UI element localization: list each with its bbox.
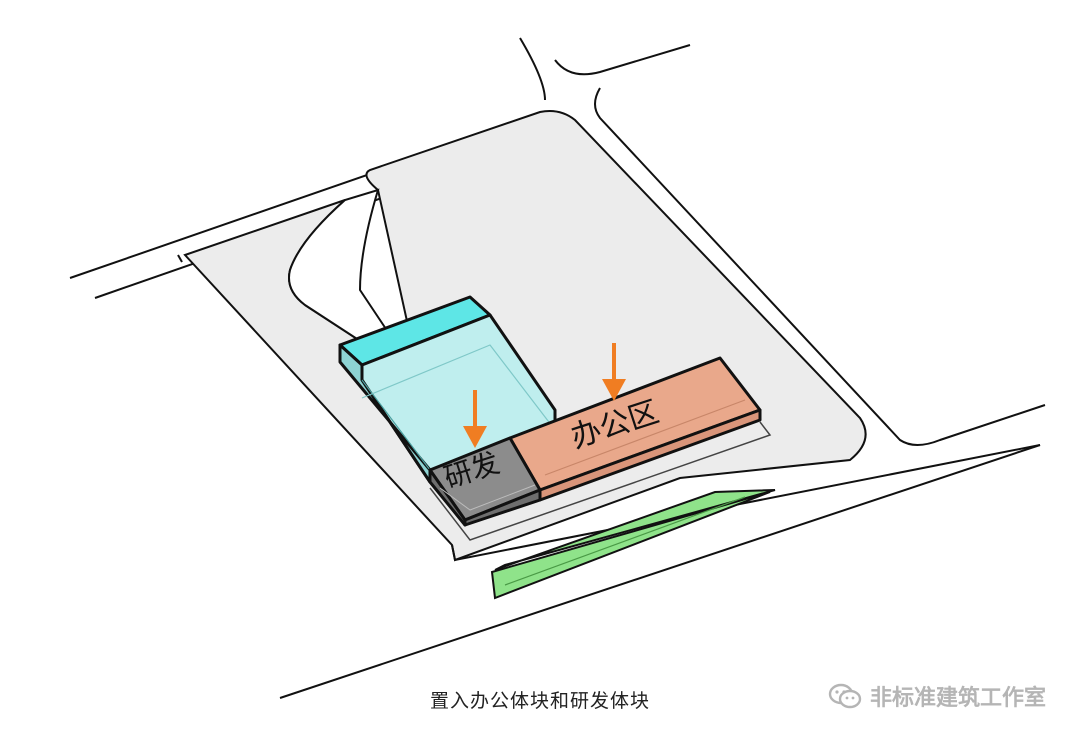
building-footprint: [429, 421, 772, 541]
green-belt: [490, 489, 776, 600]
rnd-block: [428, 436, 542, 527]
wechat-icon: [828, 683, 862, 709]
arrow-rnd: [463, 390, 487, 448]
figure-caption: 置入办公体块和研发体块: [429, 690, 650, 712]
watermark-text: 非标准建筑工作室: [869, 686, 1046, 711]
site-lower-edge: [451, 444, 1041, 562]
watermark: 非标准建筑工作室: [828, 680, 1046, 712]
arrow-office: [602, 343, 626, 401]
